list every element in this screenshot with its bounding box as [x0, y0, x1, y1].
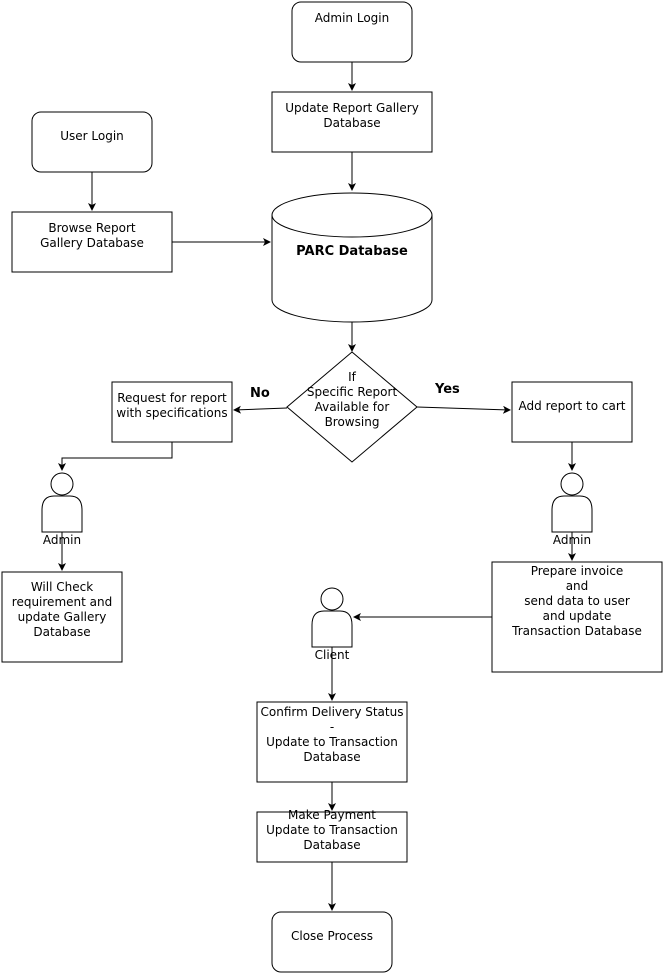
- person-icon: [560, 472, 584, 496]
- node-label: Confirm Delivery Status-Update to Transa…: [261, 705, 404, 764]
- edge-request-to-admin: [58, 442, 173, 471]
- person-icon: [50, 472, 74, 496]
- edge-decision-yes: [416, 405, 511, 414]
- node-label-line: Browse Report: [48, 221, 136, 235]
- node-label-line: and update: [543, 609, 612, 623]
- actor-client: Client: [311, 587, 353, 662]
- node-label: User Login: [60, 129, 124, 143]
- actor-admin-right: Admin: [551, 472, 593, 547]
- node-label-line: Admin: [43, 533, 81, 547]
- edges: [58, 62, 576, 911]
- actor-label: Admin: [553, 533, 591, 547]
- node-label-line: Confirm Delivery Status: [261, 705, 404, 719]
- node-label-line: Database: [323, 116, 380, 130]
- node-label-line: Browsing: [325, 415, 380, 429]
- node-label-line: Database: [303, 750, 360, 764]
- node-label-line: requirement and: [12, 595, 112, 609]
- node-label-line: send data to user: [524, 594, 630, 608]
- node-admin-login: Admin Login: [291, 1, 413, 63]
- edge-label-yes: Yes: [434, 382, 460, 397]
- node-label-line: Request for report: [117, 391, 227, 405]
- node-label-line: Update Report Gallery: [285, 101, 419, 115]
- node-label-line: Update to Transaction: [266, 823, 398, 837]
- node-label: Add report to cart: [519, 399, 626, 413]
- node-label-line: Client: [315, 648, 350, 662]
- actor-label: Client: [315, 648, 350, 662]
- actor-label: Admin: [43, 533, 81, 547]
- node-label-line: Prepare invoice: [531, 564, 624, 578]
- node-confirm-delivery: Confirm Delivery Status-Update to Transa…: [256, 701, 408, 783]
- node-label-line: with specifications: [116, 406, 227, 420]
- actor-admin-left: Admin: [41, 472, 83, 547]
- node-label-line: Database: [33, 625, 90, 639]
- node-label-line: Add report to cart: [519, 399, 626, 413]
- node-label-line: Admin Login: [315, 11, 389, 25]
- node-label: Admin Login: [315, 11, 389, 25]
- node-label: Close Process: [291, 929, 373, 943]
- node-label-line: Specific Report: [307, 385, 398, 399]
- node-user-login: User Login: [31, 111, 153, 173]
- node-label-line: Make Payment: [288, 808, 376, 822]
- person-icon: [320, 587, 344, 611]
- node-label-line: and: [566, 579, 589, 593]
- node-label-line: Close Process: [291, 929, 373, 943]
- node-label-line: User Login: [60, 129, 124, 143]
- node-label-line: Database: [303, 838, 360, 852]
- node-label-line: Admin: [553, 533, 591, 547]
- edge-label-no: No: [250, 386, 270, 401]
- node-label-line: Gallery Database: [40, 236, 144, 250]
- node-add-cart: Add report to cart: [511, 381, 633, 443]
- edge-decision-no: [233, 405, 288, 414]
- node-label-line: PARC Database: [296, 244, 408, 259]
- node-label-line: Transaction Database: [511, 624, 642, 638]
- node-parc-database: PARC Database: [271, 192, 433, 323]
- node-label-line: If: [348, 370, 357, 384]
- node-label-line: Update to Transaction: [266, 735, 398, 749]
- node-label-line: -: [330, 720, 334, 734]
- node-label-line: update Gallery: [18, 610, 107, 624]
- node-label-line: Will Check: [31, 580, 93, 594]
- node-label: PARC Database: [296, 244, 408, 259]
- node-close-process: Close Process: [271, 911, 393, 973]
- node-label-line: Available for: [315, 400, 390, 414]
